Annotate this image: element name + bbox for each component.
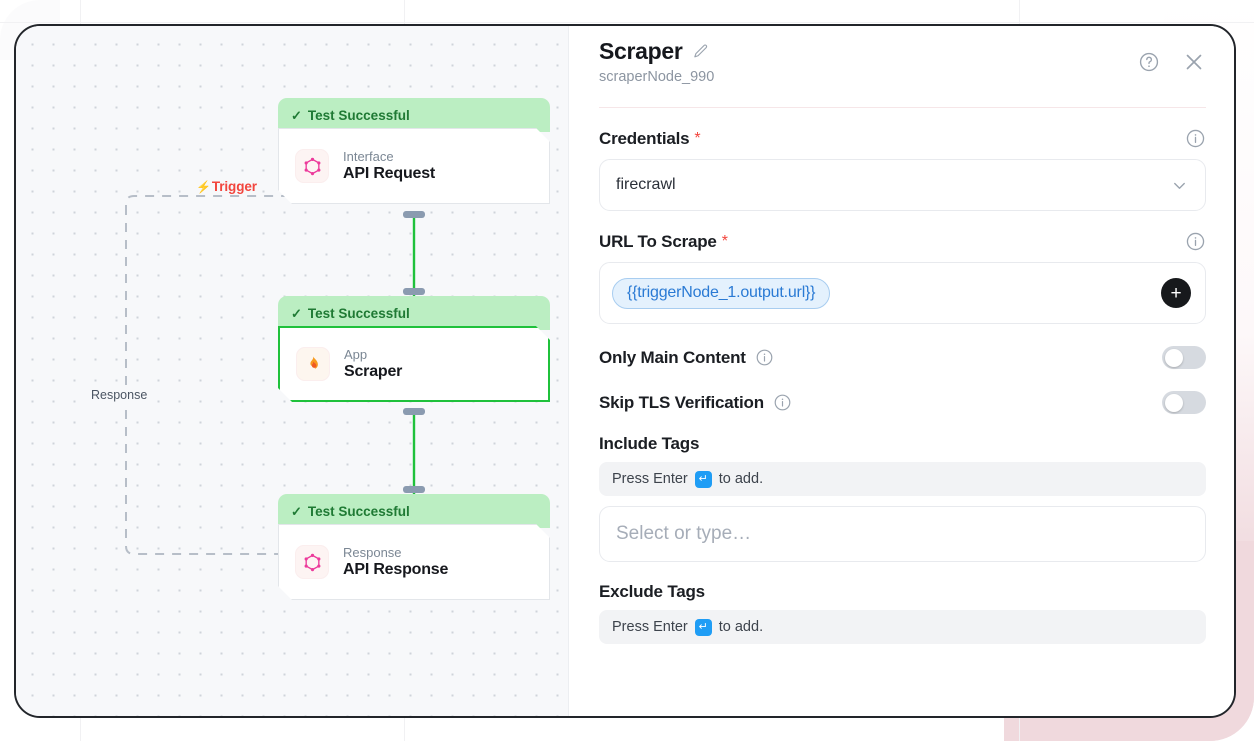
node-body[interactable]: Interface API Request — [278, 128, 550, 204]
app-window: ⚡ Trigger Response ✓ Test Successful — [14, 24, 1236, 718]
node-input-port[interactable] — [403, 486, 425, 493]
node-status-text: Test Successful — [307, 305, 410, 321]
toggle-knob — [1165, 393, 1183, 412]
node-output-port[interactable] — [403, 211, 425, 218]
lightning-bolt-icon: ⚡ — [196, 179, 211, 194]
url-to-scrape-input[interactable]: {{triggerNode_1.output.url}} + — [599, 262, 1206, 324]
hint-prefix: Press Enter — [612, 619, 688, 635]
background-guide-line — [0, 22, 1254, 23]
credentials-value: firecrawl — [616, 176, 676, 193]
node-status-text: Test Successful — [307, 503, 410, 519]
variable-token-chip[interactable]: {{triggerNode_1.output.url}} — [612, 277, 831, 309]
node-status-banner: ✓ Test Successful — [278, 98, 550, 132]
skip-tls-verification-row: Skip TLS Verification — [599, 369, 1206, 414]
page-title: Scraper — [599, 38, 683, 64]
workflow-node-scraper[interactable]: ✓ Test Successful App Scraper — [278, 288, 550, 415]
only-main-content-label: Only Main Content — [599, 347, 746, 367]
info-icon[interactable] — [773, 393, 792, 412]
include-tags-placeholder: Select or type… — [616, 523, 752, 544]
node-title: API Request — [343, 165, 436, 182]
url-to-scrape-label: URL To Scrape — [599, 231, 717, 251]
enter-key-icon: ↵ — [694, 470, 712, 488]
enter-key-icon: ↵ — [694, 618, 712, 636]
workflow-node-api-request[interactable]: ✓ Test Successful Interface — [278, 98, 550, 218]
required-marker: * — [694, 129, 701, 147]
panel-header: Scraper scraperNode_990 — [599, 26, 1206, 108]
flame-icon — [296, 347, 330, 381]
exclude-tags-label: Exclude Tags — [599, 582, 705, 601]
info-icon[interactable] — [1185, 231, 1206, 252]
url-to-scrape-field: URL To Scrape * {{triggerNode_1.output.u… — [599, 211, 1206, 324]
skip-tls-verification-label: Skip TLS Verification — [599, 392, 764, 412]
header-divider — [599, 107, 1206, 108]
node-input-port[interactable] — [403, 288, 425, 295]
credentials-label: Credentials — [599, 128, 690, 148]
check-icon: ✓ — [291, 107, 302, 123]
node-kind: Interface — [343, 149, 394, 164]
question-circle-icon[interactable] — [1138, 51, 1160, 73]
info-icon[interactable] — [1185, 128, 1206, 149]
include-tags-input[interactable]: Select or type… — [599, 506, 1206, 562]
workflow-connections — [125, 195, 416, 555]
graphql-icon — [295, 149, 329, 183]
skip-tls-verification-toggle[interactable] — [1162, 391, 1206, 414]
node-kind: App — [344, 347, 368, 362]
workflow-canvas[interactable]: ⚡ Trigger Response ✓ Test Successful — [16, 26, 568, 716]
add-variable-button[interactable]: + — [1161, 278, 1191, 308]
node-status-banner: ✓ Test Successful — [278, 296, 550, 330]
only-main-content-row: Only Main Content — [599, 324, 1206, 369]
hint-suffix: to add. — [718, 471, 764, 487]
trigger-label-text: Trigger — [211, 179, 257, 194]
toggle-knob — [1165, 348, 1183, 367]
include-tags-hint: Press Enter ↵ to add. — [599, 462, 1206, 496]
node-title: Scraper — [344, 363, 403, 380]
node-body[interactable]: Response API Response — [278, 524, 550, 600]
node-output-port[interactable] — [403, 408, 425, 415]
node-kind: Response — [343, 545, 402, 560]
trigger-label: ⚡ Trigger — [194, 179, 259, 194]
exclude-tags-field: Exclude Tags Press Enter ↵ to add. — [599, 562, 1206, 644]
credentials-select[interactable]: firecrawl — [599, 159, 1206, 211]
node-title: API Response — [343, 561, 449, 578]
pencil-icon[interactable] — [692, 43, 709, 60]
node-body[interactable]: App Scraper — [278, 326, 550, 402]
credentials-field: Credentials * firecrawl — [599, 108, 1206, 211]
graphql-icon — [295, 545, 329, 579]
response-label: Response — [88, 387, 151, 403]
chevron-down-icon — [1170, 176, 1189, 195]
hint-suffix: to add. — [718, 619, 764, 635]
required-marker: * — [721, 232, 728, 250]
workflow-node-api-response[interactable]: ✓ Test Successful Response — [278, 486, 550, 600]
check-icon: ✓ — [291, 305, 302, 321]
node-id-label: scraperNode_990 — [599, 69, 715, 85]
only-main-content-toggle[interactable] — [1162, 346, 1206, 369]
hint-prefix: Press Enter — [612, 471, 688, 487]
node-status-banner: ✓ Test Successful — [278, 494, 550, 528]
include-tags-field: Include Tags Press Enter ↵ to add. Selec… — [599, 414, 1206, 562]
info-icon[interactable] — [755, 348, 774, 367]
check-icon: ✓ — [291, 503, 302, 519]
close-icon[interactable] — [1182, 50, 1206, 74]
node-settings-panel: Scraper scraperNode_990 — [568, 26, 1234, 716]
node-status-text: Test Successful — [307, 107, 410, 123]
include-tags-label: Include Tags — [599, 434, 700, 453]
exclude-tags-hint: Press Enter ↵ to add. — [599, 610, 1206, 644]
